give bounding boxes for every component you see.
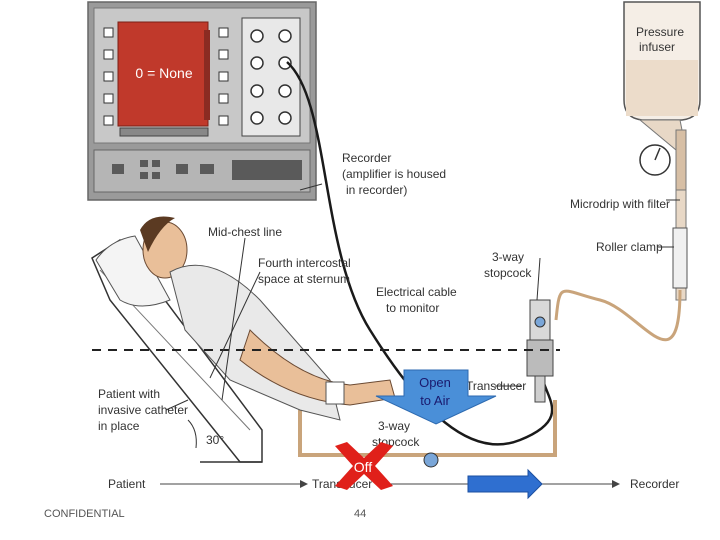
flow-direction-arrow-icon — [467, 468, 543, 500]
transducer — [526, 299, 554, 403]
transducer-label: Transducer — [466, 379, 526, 393]
confidential-footer: CONFIDENTIAL — [44, 508, 125, 520]
monitor-screen — [117, 21, 209, 127]
open-to-air-label: Open to Air — [410, 374, 460, 410]
pressure-infuser-label-2: infuser — [639, 40, 675, 54]
midchest-label: Mid-chest line — [208, 225, 282, 239]
iv-tubing — [554, 289, 682, 342]
pressure-infuser-label-1: Pressure — [636, 25, 684, 39]
recorder-label-1: Recorder — [342, 151, 391, 165]
cable-label-2: to monitor — [386, 301, 439, 315]
stopcock-bottom-label-1: 3-way — [378, 419, 410, 433]
open-to-air-line-2: to Air — [420, 393, 450, 408]
stopcock-top-label-2: stopcock — [484, 266, 532, 280]
roller-clamp-label: Roller clamp — [596, 240, 663, 254]
zero-none-label: 0 = None — [135, 65, 193, 81]
open-to-air-line-1: Open — [419, 375, 451, 390]
patient-figure — [95, 216, 396, 421]
recorder-label-2: (amplifier is housed — [342, 167, 446, 181]
recorder-label-3: in recorder) — [346, 183, 407, 197]
stopcock-top-label-1: 3-way — [492, 250, 524, 264]
page-number: 44 — [354, 508, 367, 520]
off-x-icon — [335, 442, 393, 490]
open-to-air-callout-arrow-icon — [375, 369, 497, 425]
patient-catheter-label-3: in place — [98, 419, 140, 433]
stopcock-bottom-icon — [423, 452, 439, 468]
flow-recorder-label: Recorder — [630, 477, 679, 491]
pressure-infuser — [623, 1, 701, 301]
patient-catheter-label-1: Patient with — [98, 387, 160, 401]
patient-catheter-label-2: invasive catheter — [98, 403, 188, 417]
cable-label-1: Electrical cable — [376, 285, 457, 299]
fourth-intercostal-label-2: space at sternum — [258, 272, 350, 286]
microdrip-label: Microdrip with filter — [570, 197, 670, 211]
pointer-lines — [165, 183, 680, 449]
recorder-monitor — [87, 1, 317, 201]
fourth-intercostal-label-1: Fourth intercostal — [258, 256, 351, 270]
angle-label: 30° — [206, 433, 224, 447]
off-label: Off — [353, 459, 373, 475]
flow-patient-label: Patient — [108, 477, 146, 491]
